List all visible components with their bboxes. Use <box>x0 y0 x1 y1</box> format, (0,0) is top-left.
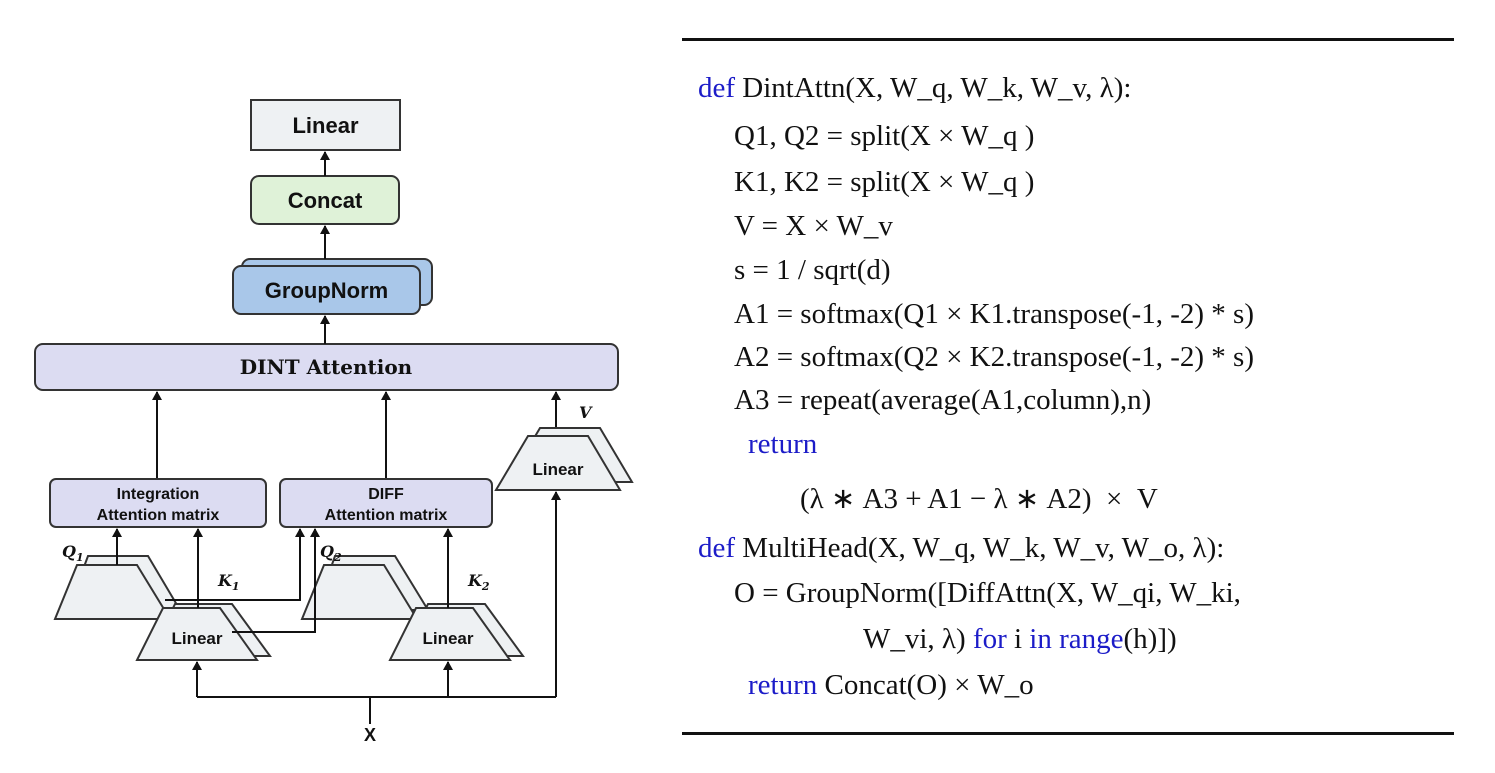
keyword-return: return <box>748 669 818 701</box>
code-line-3: K1, K2 = split(X × W_q ) <box>734 166 1035 198</box>
code-text: MultiHead(X, W_q, W_k, W_v, W_o, λ): <box>735 532 1225 564</box>
keyword-def: def <box>698 532 736 564</box>
bottom-rule <box>682 732 1454 735</box>
keyword-in: in <box>1029 623 1052 655</box>
concat-label: Concat <box>288 188 363 213</box>
k2-trapezoid <box>388 607 512 661</box>
integration-label-line2: Attention matrix <box>97 507 220 524</box>
code-line-1: def DintAttn(X, W_q, W_k, W_v, λ): <box>698 71 1131 105</box>
code-line-10: (λ ∗ A3 + A1 − λ ∗ A2) × V <box>800 483 1158 515</box>
code-text: DintAttn(X, W_q, W_k, W_v, λ): <box>735 72 1132 104</box>
pseudocode-panel: def DintAttn(X, W_q, W_k, W_v, λ): Q1, Q… <box>682 38 1454 738</box>
x-label: X <box>364 725 376 745</box>
groupnorm-label: GroupNorm <box>265 278 388 303</box>
keyword-range: range <box>1059 623 1124 655</box>
connector-k1-to-diff <box>165 528 305 601</box>
k1-trapezoid <box>135 607 259 661</box>
linear-output-box <box>250 99 401 151</box>
diff-label-line1: DIFF <box>368 486 404 503</box>
k2-label: K2 <box>467 571 490 593</box>
keyword-for: for <box>972 623 1007 655</box>
integration-attention-box <box>49 478 267 528</box>
code-line-6: A1 = softmax(Q1 × K1.transpose(-1, -2) *… <box>734 298 1254 330</box>
code-line-7: A2 = softmax(Q2 × K2.transpose(-1, -2) *… <box>734 341 1254 373</box>
code-line-11: def MultiHead(X, W_q, W_k, W_v, W_o, λ): <box>698 531 1224 565</box>
code-line-8: A3 = repeat(average(A1,column),n) <box>734 384 1152 416</box>
q1-label: Q1 <box>62 542 84 564</box>
code-line-2: Q1, Q2 = split(X × W_q ) <box>734 120 1035 152</box>
code-text: W_vi, λ) <box>863 623 973 655</box>
linear-k2-label: Linear <box>422 629 473 648</box>
groupnorm-box <box>232 265 421 315</box>
linear-v-label: Linear <box>532 460 583 479</box>
code-text: i <box>1006 623 1030 655</box>
linear-v-trapezoid <box>494 435 622 491</box>
dint-attention-label: DINT Attention <box>240 355 413 379</box>
architecture-diagram: Linear Concat GroupNorm DINT Attention L… <box>34 99 634 745</box>
v-label: V <box>579 403 593 422</box>
linear-k1-label: Linear <box>171 629 222 648</box>
integration-label-line1: Integration <box>117 486 200 503</box>
diff-attention-box <box>279 478 493 528</box>
q2-label: Q2 <box>320 542 342 564</box>
connector-q2-to-diff <box>232 528 320 633</box>
code-text: Concat(O) × W_o <box>817 669 1034 701</box>
code-text: (h)]) <box>1123 623 1177 655</box>
dint-attention-box <box>34 343 619 391</box>
keyword-def: def <box>698 72 736 104</box>
code-line-5: s = 1 / sqrt(d) <box>734 254 891 286</box>
code-line-14: return Concat(O) × W_o <box>748 668 1034 702</box>
code-line-13: W_vi, λ) for i in range(h)]) <box>863 622 1177 656</box>
diff-label-line2: Attention matrix <box>325 507 448 524</box>
k1-label: K1 <box>217 571 240 593</box>
code-line-4: V = X × W_v <box>734 210 893 242</box>
code-line-12: O = GroupNorm([DiffAttn(X, W_qi, W_ki, <box>734 577 1241 609</box>
linear-output-label: Linear <box>292 113 358 138</box>
code-line-9: return <box>748 428 818 460</box>
top-rule <box>682 38 1454 41</box>
